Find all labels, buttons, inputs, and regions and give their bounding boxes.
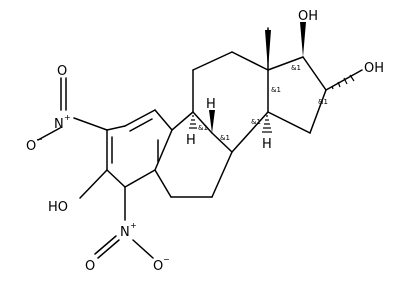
ring-a xyxy=(106,109,173,188)
oh-16-label: OH xyxy=(364,61,384,76)
stereo-c14: &1 xyxy=(251,118,261,126)
stereo-descriptors: &1 &1 &1 &1 &1 &1 xyxy=(198,64,328,142)
oh-17-label: OH xyxy=(298,9,318,24)
h-14-label: H xyxy=(262,137,272,152)
nitro-top-charge: + xyxy=(64,113,71,122)
nitro-bottom-o-double: O xyxy=(85,259,95,274)
nitro-bottom-minus: − xyxy=(163,255,170,264)
nitro-bottom-o-minus: O xyxy=(153,259,163,274)
nitro-bottom-charge: + xyxy=(130,221,137,230)
h-9-label: H xyxy=(186,133,196,148)
oh-3-label: HO xyxy=(48,200,68,215)
stereo-c9: &1 xyxy=(198,124,208,132)
atom-labels: OH OH HO N + O O − N + O O − H H H xyxy=(26,9,384,274)
ring-d xyxy=(267,27,327,134)
stereo-bonds xyxy=(189,22,355,133)
h-8-label: H xyxy=(206,97,216,112)
nitro-bottom-n: N xyxy=(120,225,130,240)
stereo-c16: &1 xyxy=(318,98,328,106)
stereo-c13: &1 xyxy=(271,86,281,94)
nitro-top-n: N xyxy=(54,117,64,132)
rings-b-c xyxy=(154,51,269,198)
nitro-top-o-minus: O xyxy=(26,139,36,154)
stereo-c17: &1 xyxy=(291,64,301,72)
stereo-c8: &1 xyxy=(220,134,230,142)
substituent-bonds xyxy=(37,69,363,259)
nitro-top-o-double: O xyxy=(57,64,67,79)
nitro-top-minus: − xyxy=(36,135,43,144)
